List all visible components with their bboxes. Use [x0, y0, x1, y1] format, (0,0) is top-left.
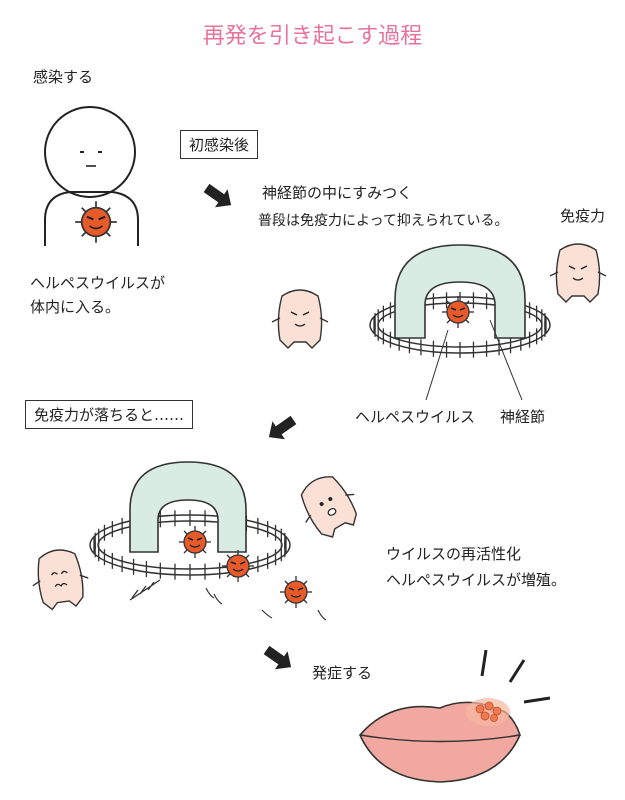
- virus-icon-c: [279, 575, 313, 609]
- motion-lines: [205, 587, 327, 621]
- step3-caption: ヘルペスウイルスが増殖。: [386, 571, 567, 589]
- pain-lines: [480, 649, 551, 704]
- arrow-icon-3: [263, 645, 292, 670]
- immune-cell-icon-left: [271, 289, 329, 349]
- immunity-drop-box: 免疫力が落ちると……: [25, 400, 194, 429]
- virus-icon-a: [178, 525, 212, 559]
- immune-cell-icon-right: [549, 243, 607, 303]
- ganglion-scene-1: [369, 244, 551, 401]
- immune-cell-icon-weak: [27, 545, 93, 613]
- ganglion-scene-2: [89, 461, 291, 601]
- step1-caption-line2: 体内に入る。: [30, 298, 121, 316]
- virus-icon-body: [74, 200, 118, 244]
- step1-heading: 感染する: [33, 68, 94, 86]
- step3-heading: ウイルスの再活性化: [386, 545, 522, 563]
- ganglion-arch-2: [129, 461, 247, 553]
- broken-fiber: [129, 579, 161, 601]
- virus-icon-b: [221, 549, 255, 583]
- virus-label: ヘルペスウイルス: [355, 408, 476, 426]
- arrow-icon-2: [268, 415, 297, 440]
- step1-caption-line1: ヘルペスウイルスが: [30, 274, 166, 292]
- page-title: 再発を引き起こす過程: [202, 24, 423, 49]
- step2-caption: 普段は免疫力によって抑えられている。: [258, 213, 509, 229]
- person-figure: [44, 106, 139, 246]
- step2-heading: 神経節の中にすみつく: [262, 184, 413, 202]
- step4-heading: 発症する: [312, 664, 373, 682]
- immunity-label: 免疫力: [560, 207, 606, 225]
- arrow-icon-1: [203, 183, 232, 208]
- blister-cluster: [466, 698, 510, 726]
- ganglion-arch: [394, 244, 526, 339]
- lips-illustration: [358, 701, 521, 783]
- initial-infection-box: 初感染後: [180, 130, 259, 159]
- immune-cell-icon-fainted: [289, 466, 368, 546]
- ganglion-label: 神経節: [500, 408, 546, 426]
